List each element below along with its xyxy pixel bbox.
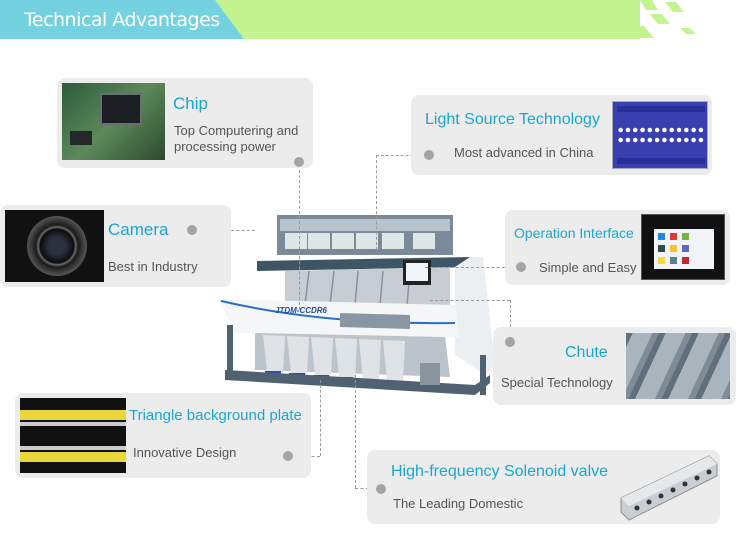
- connector-dot: [424, 150, 434, 160]
- connector-dot: [294, 157, 304, 167]
- feature-title: High-frequency Solenoid valve: [391, 463, 609, 480]
- feature-description: Best in Industry: [108, 259, 198, 274]
- connector-dot: [283, 451, 293, 461]
- feature-title: Operation Interface: [514, 225, 634, 241]
- feature-title: Chute: [565, 344, 608, 361]
- connector-line: [376, 155, 377, 250]
- connector-line: [425, 267, 520, 268]
- connector-line: [510, 300, 511, 342]
- connector-line: [430, 300, 510, 301]
- background-plate-image: [20, 398, 126, 473]
- chute-image: [626, 333, 730, 399]
- feature-description: Simple and Easy: [539, 260, 637, 275]
- solenoid-valve-image: [620, 455, 718, 521]
- connector-line: [299, 160, 300, 310]
- feature-description: Special Technology: [501, 375, 613, 390]
- feature-title: Camera: [108, 220, 169, 239]
- connector-line: [376, 155, 428, 156]
- feature-description: Innovative Design: [133, 445, 237, 460]
- feature-description: The Leading Domestic: [393, 496, 524, 511]
- connector-dot: [516, 262, 526, 272]
- connector-line: [355, 375, 356, 488]
- feature-card-chute: Chute Special Technology: [493, 327, 736, 405]
- machine-model-label: JTDM-CCDR6: [275, 306, 328, 315]
- feature-card-operation-interface: Operation Interface Simple and Easy: [505, 210, 730, 285]
- header-banner: [0, 0, 696, 39]
- page-title: Technical Advantages: [24, 9, 220, 31]
- feature-card-camera: Camera Best in Industry: [0, 205, 231, 287]
- feature-card-triangle-plate: Triangle background plate Innovative Des…: [15, 393, 311, 478]
- feature-card-solenoid-valve: High-frequency Solenoid valve The Leadin…: [367, 450, 720, 524]
- connector-dot: [376, 484, 386, 494]
- connector-line: [320, 380, 321, 456]
- feature-title: Triangle background plate: [129, 407, 302, 424]
- feature-card-light-source: Light Source Technology Most advanced in…: [411, 95, 712, 175]
- feature-title: Chip: [173, 94, 208, 113]
- camera-lens-image: [5, 210, 104, 282]
- connector-dot: [187, 225, 197, 235]
- feature-title: Light Source Technology: [425, 111, 600, 128]
- touchscreen-image: [641, 214, 725, 280]
- chip-image: [62, 83, 165, 160]
- feature-card-chip: Chip Top Computering and processing powe…: [57, 78, 313, 168]
- color-sorter-machine-image: JTDM-CCDR6: [219, 215, 495, 395]
- connector-dot: [505, 337, 515, 347]
- feature-description: Most advanced in China: [454, 145, 594, 160]
- led-light-image: [612, 101, 708, 169]
- feature-description: Top Computering and processing power: [174, 123, 299, 154]
